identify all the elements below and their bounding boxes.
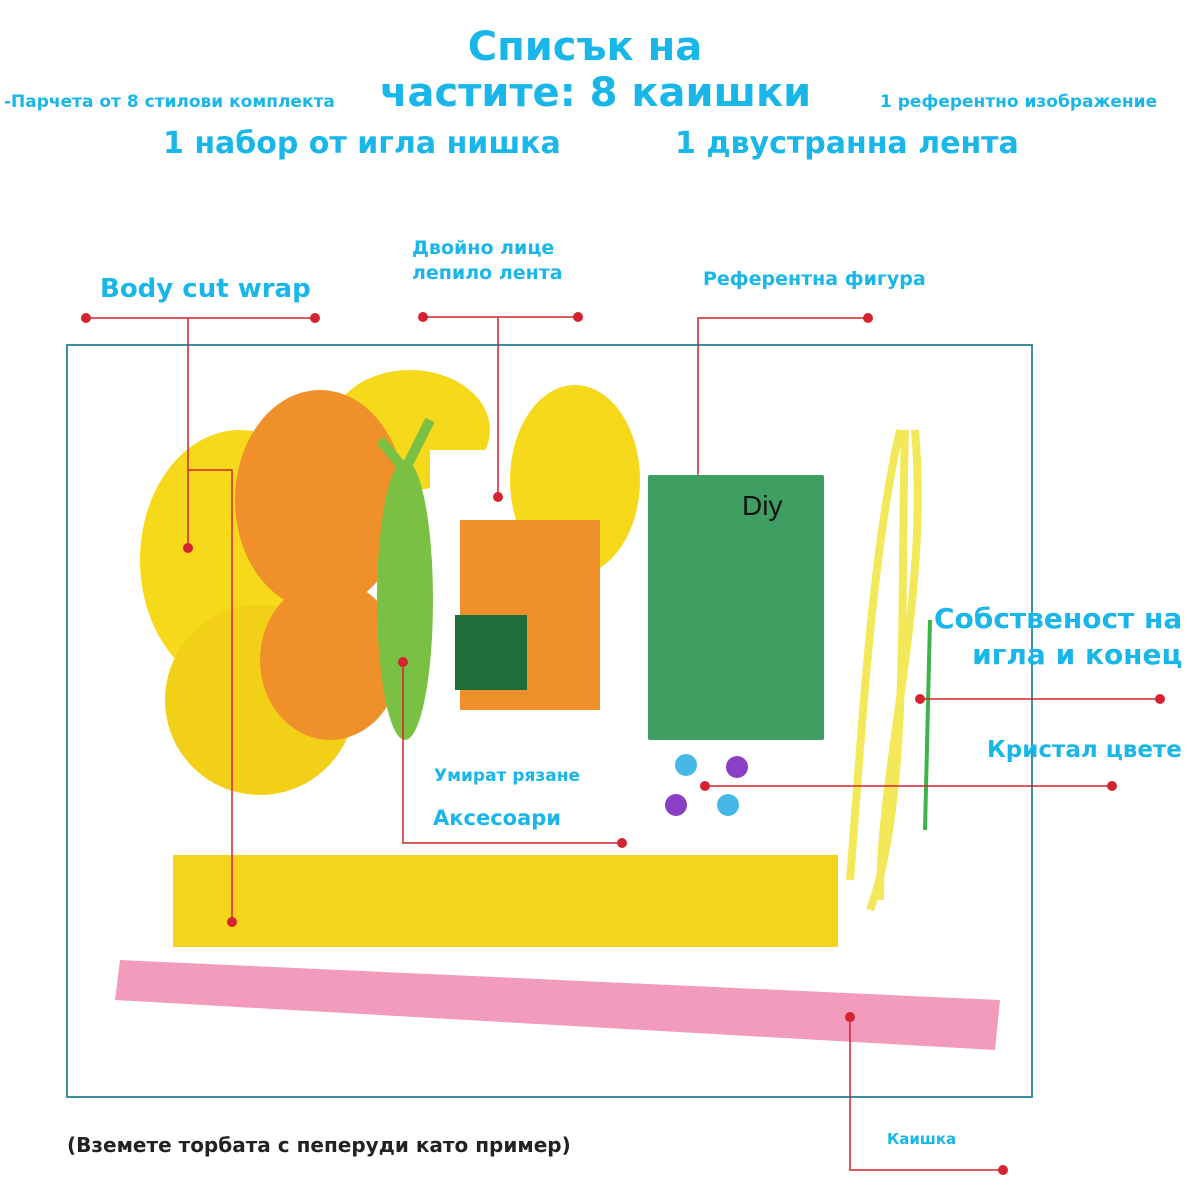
product-frame (66, 344, 1033, 1098)
needle (923, 619, 932, 831)
reference-card (648, 475, 824, 740)
yellow-strap (173, 855, 838, 947)
footer-caption: (Вземете торбата с пеперуди като пример) (67, 1133, 571, 1157)
orange-wing (235, 390, 405, 610)
crystal-flower (665, 794, 687, 816)
title: Списък на частите: 8 каишки (380, 24, 812, 116)
label-reference: Референтна фигура (703, 268, 926, 290)
right-note: 1 референтно изображение (880, 92, 1158, 112)
label-needle-line-2: игла и конец (972, 638, 1183, 671)
title-line-1: Списък на (467, 24, 703, 70)
crystal-flower (726, 756, 748, 778)
label-double-tape-line-2: лепило лента (412, 262, 563, 284)
label-strap: Каишка (887, 1130, 957, 1148)
orange-wing-lower (260, 580, 400, 740)
pink-strap (115, 960, 1000, 1050)
pointer-lines (86, 316, 1160, 1171)
label-accessories: Аксесоари (433, 806, 561, 830)
label-double-tape-line-1: Двойно лице (412, 237, 555, 259)
tape-note: 1 двустранна лента (675, 126, 1019, 161)
green-square (455, 615, 527, 690)
yarn (846, 429, 922, 912)
left-note: -Парчета от 8 стилови комплекта (4, 92, 335, 112)
label-needle-thread: Собственост на игла и конец (934, 601, 1182, 673)
label-needle-line-1: Собственост на (934, 602, 1183, 635)
butterfly-body (377, 460, 433, 740)
label-crystal: Кристал цвете (987, 737, 1182, 763)
label-die-cut: Умират рязане (434, 766, 581, 786)
crystal-flower (717, 794, 739, 816)
needle-set-note: 1 набор от игла нишка (163, 126, 561, 161)
label-body-cut: Body cut wrap (100, 274, 311, 304)
crystal-flower (675, 754, 697, 776)
title-line-2: частите: 8 каишки (380, 70, 812, 116)
label-double-tape: Двойно лице лепило лента (412, 236, 563, 286)
reference-card-title: Diy (742, 490, 783, 521)
